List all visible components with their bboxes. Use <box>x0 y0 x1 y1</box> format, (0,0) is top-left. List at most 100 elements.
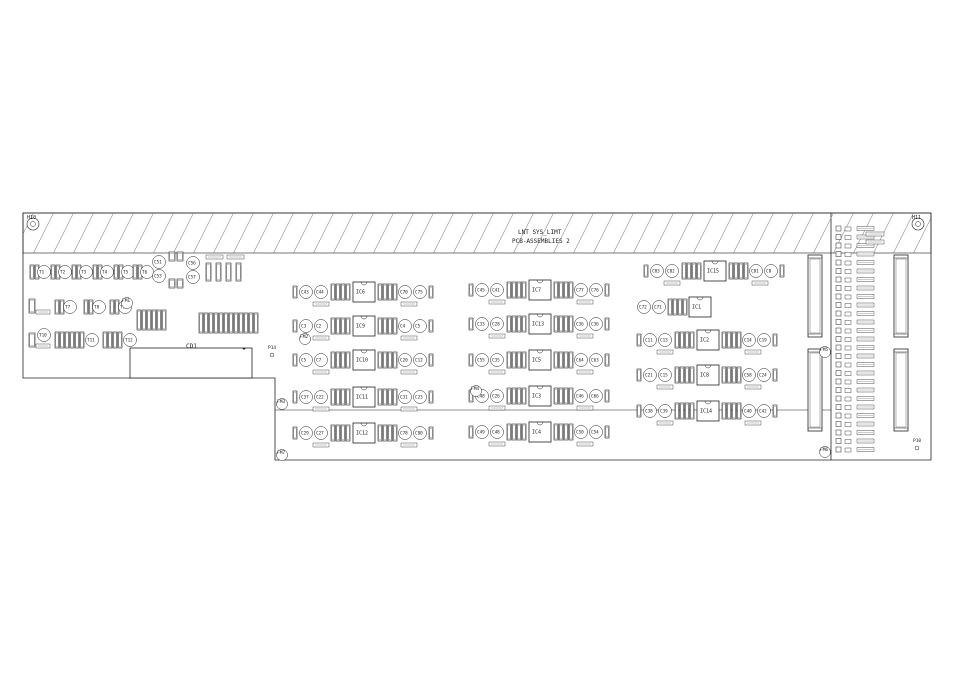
resistor <box>340 283 346 301</box>
resistor <box>64 331 70 349</box>
pad <box>844 362 852 368</box>
resistor <box>636 333 642 347</box>
fiducial <box>121 297 133 309</box>
capacitor-label: C45 <box>477 288 485 294</box>
capacitor <box>299 426 313 440</box>
capacitor-label: C54 <box>591 430 599 436</box>
capacitor <box>398 390 412 404</box>
capacitor <box>658 333 672 347</box>
resistor <box>511 423 517 441</box>
pad <box>844 422 852 427</box>
capacitor-label: C66 <box>591 394 599 400</box>
resistor <box>233 312 239 334</box>
mount-hole-right-label: H11 <box>912 215 921 221</box>
resistor <box>558 315 564 333</box>
capacitor-label: T1 <box>39 270 45 276</box>
capacitor-label: C70 <box>400 290 408 296</box>
capacitor-label: C48 <box>477 394 485 400</box>
capacitor <box>589 283 603 297</box>
capacitor-label: C41 <box>492 288 500 294</box>
capacitor-label: T12 <box>125 338 133 344</box>
resistor <box>772 333 778 347</box>
pad <box>835 353 842 359</box>
resistor <box>568 387 574 405</box>
pad <box>844 320 852 325</box>
capacitor <box>574 353 588 367</box>
resistor <box>59 331 65 349</box>
capacitor-label: C71 <box>654 305 662 311</box>
resistor <box>689 366 695 384</box>
capacitor-label: C28 <box>492 322 500 328</box>
resistor <box>83 299 89 315</box>
capacitor-label: C2 <box>316 324 322 330</box>
resistor <box>563 387 569 405</box>
resistor <box>516 351 522 369</box>
ic-body <box>352 315 376 337</box>
capacitor-label: C40 <box>744 409 752 415</box>
resistor <box>102 331 108 349</box>
capacitor-label: C81 <box>751 269 759 275</box>
capacitor <box>574 389 588 403</box>
pad <box>835 225 842 232</box>
capacitor-label: T11 <box>87 338 95 344</box>
capacitor-label: C35 <box>492 358 500 364</box>
resistor <box>377 424 383 442</box>
ic-body <box>688 296 712 318</box>
resistor <box>636 368 642 382</box>
ic-ref: IC5 <box>532 358 541 364</box>
resistor <box>506 423 512 441</box>
resistor <box>292 353 298 367</box>
capacitor-label: C53 <box>154 274 162 280</box>
pad <box>844 311 852 317</box>
ic-body <box>696 329 720 351</box>
ic-ref: IC3 <box>532 394 541 400</box>
right-components <box>807 225 909 453</box>
capacitor <box>92 300 106 314</box>
resistor <box>521 387 527 405</box>
resistor <box>684 366 690 384</box>
ic-body <box>528 313 552 335</box>
capacitor-label: C14 <box>744 338 752 344</box>
resistor <box>109 299 115 315</box>
resistor <box>563 315 569 333</box>
resistor <box>689 402 695 420</box>
resistor <box>292 390 298 404</box>
resistor <box>238 312 244 334</box>
resistor <box>235 262 242 282</box>
capacitor-label: C78 <box>400 431 408 437</box>
capacitor <box>490 283 504 297</box>
capacitor-label: C31 <box>400 395 408 401</box>
resistor <box>92 264 98 280</box>
pad <box>844 269 852 274</box>
pad <box>835 327 842 334</box>
pad <box>835 438 842 444</box>
resistor <box>677 298 683 316</box>
resistor <box>428 353 434 367</box>
resistor <box>726 331 732 349</box>
resistor <box>521 423 527 441</box>
capacitor-label: T8 <box>94 305 100 311</box>
ic-body <box>352 349 376 371</box>
resistor <box>428 285 434 299</box>
test-point-label: P10 <box>913 438 921 444</box>
test-point-label: P14 <box>268 345 276 351</box>
capacitor <box>299 390 313 404</box>
pad <box>844 447 852 453</box>
resistor <box>387 388 393 406</box>
resistor <box>330 388 336 406</box>
capacitor <box>123 333 137 347</box>
capacitor <box>658 404 672 418</box>
resistor <box>516 281 522 299</box>
capacitor-label: C12 <box>415 358 423 364</box>
resistor <box>340 388 346 406</box>
resistor <box>117 331 123 349</box>
resistor <box>377 317 383 335</box>
capacitor <box>490 353 504 367</box>
pad <box>835 361 842 368</box>
resistor <box>340 317 346 335</box>
